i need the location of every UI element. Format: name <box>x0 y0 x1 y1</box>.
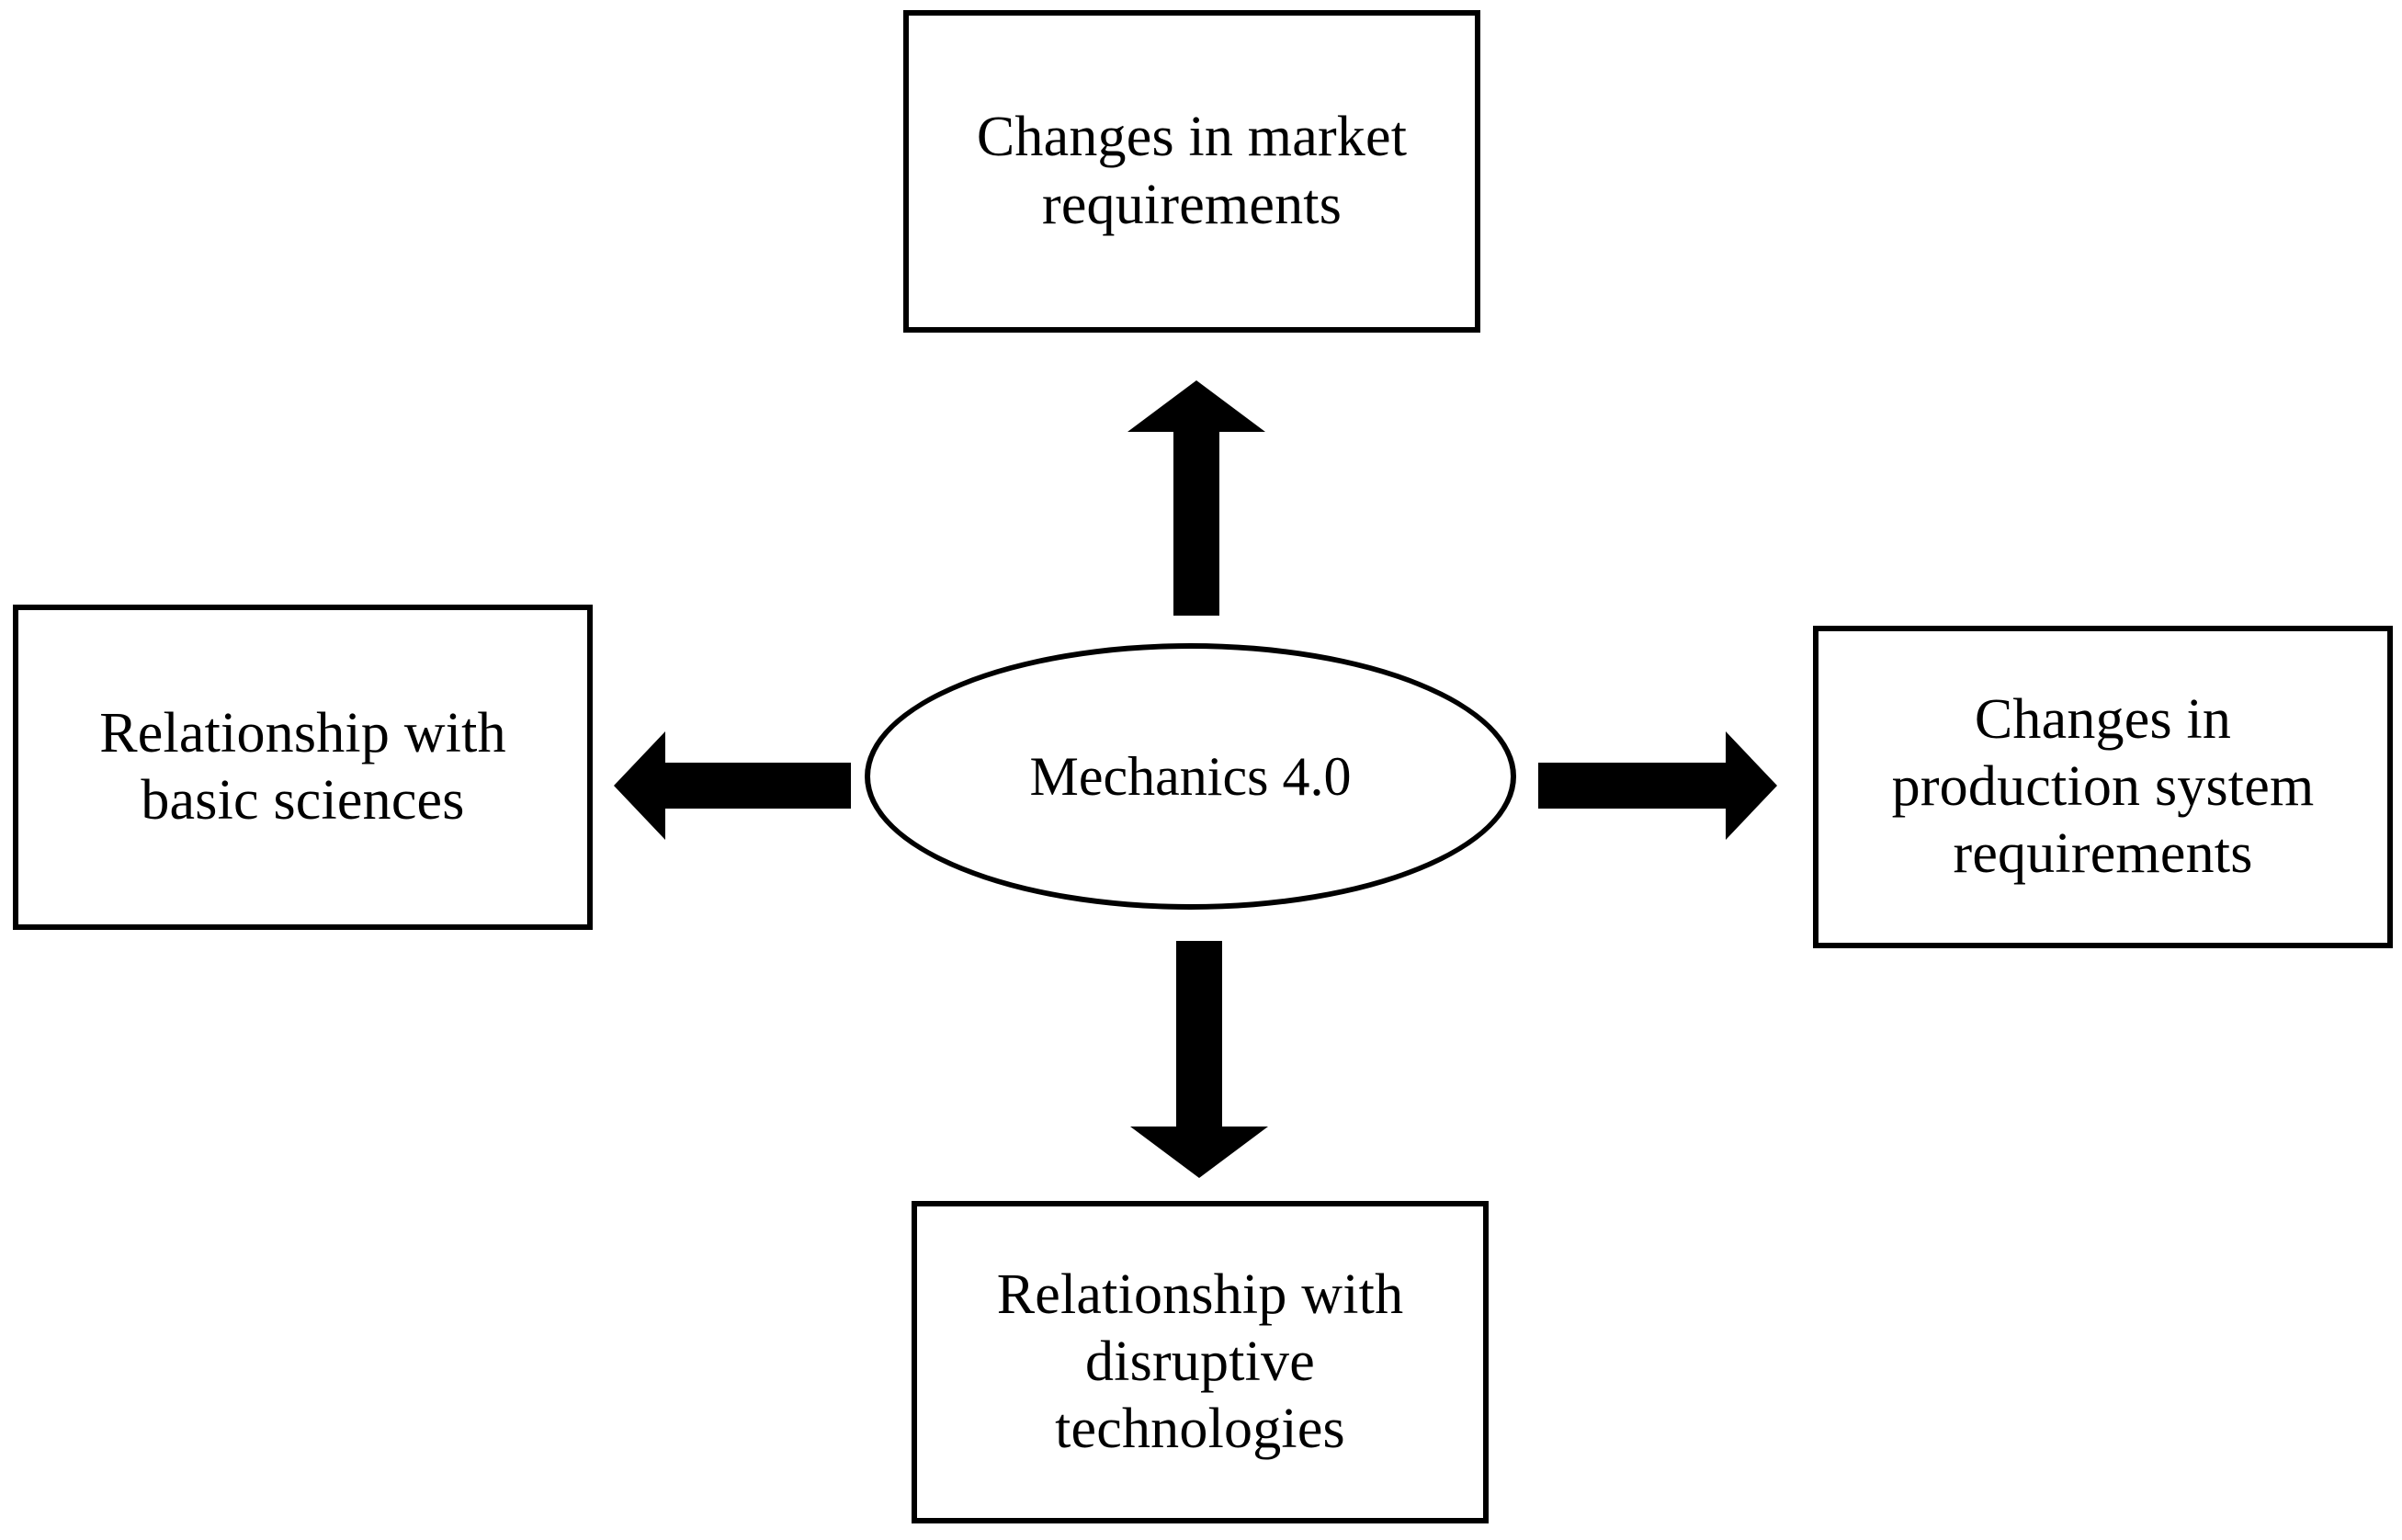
center-node-mechanics-4-0[interactable]: Mechanics 4.0 <box>865 643 1516 910</box>
node-label-left: Relationship with basic sciences <box>99 701 506 832</box>
arrow-left-icon <box>614 731 851 840</box>
arrow-right-icon <box>1538 731 1777 840</box>
node-box-relationship-with-basic-sciences[interactable]: Relationship with basic sciences <box>13 605 593 930</box>
node-box-relationship-with-disruptive-technologies[interactable]: Relationship with disruptive technologie… <box>912 1201 1489 1523</box>
arrow-up-icon <box>1127 380 1265 616</box>
node-box-changes-in-production-system-requirements[interactable]: Changes in production system requirement… <box>1813 626 2393 948</box>
node-label-right: Changes in production system requirement… <box>1891 687 2315 886</box>
center-node-label: Mechanics 4.0 <box>1029 745 1352 807</box>
node-label-bottom: Relationship with disruptive technologie… <box>996 1263 1404 1461</box>
node-box-changes-in-market-requirements[interactable]: Changes in market requirements <box>903 10 1480 333</box>
arrow-down-icon <box>1130 941 1268 1178</box>
node-label-top: Changes in market requirements <box>976 106 1408 236</box>
